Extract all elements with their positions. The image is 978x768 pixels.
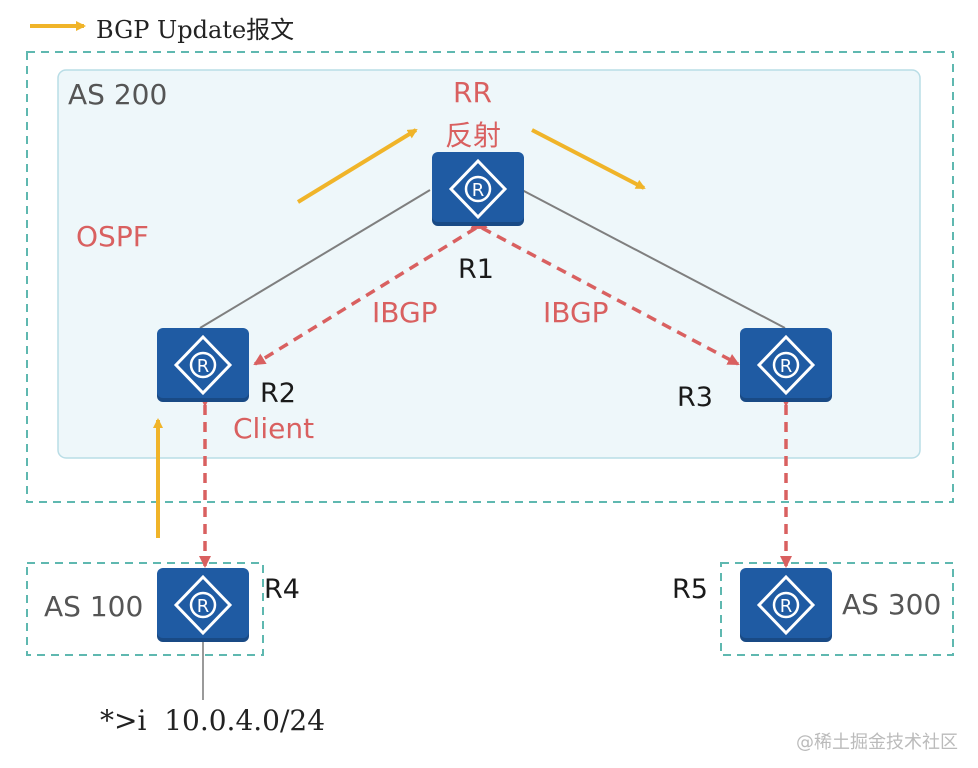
as100-label: AS 100 — [44, 590, 144, 623]
as100-border — [26, 562, 264, 656]
router-r5-label: R5 — [672, 574, 708, 605]
update-arrow-to-r1 — [296, 128, 418, 204]
ibgp-r1-r3 — [470, 218, 740, 366]
router-r1-label: R1 — [458, 254, 494, 285]
as300-label: AS 300 — [842, 588, 942, 621]
router-r5[interactable]: R — [740, 568, 832, 642]
reflect-label: 反射 — [445, 119, 502, 152]
ibgp-left-label: IBGP — [372, 296, 438, 329]
router-r2[interactable]: R — [157, 328, 249, 402]
router-icon-letter: R — [472, 180, 485, 201]
router-r4[interactable]: R — [157, 568, 249, 642]
router-r3-label: R3 — [677, 382, 713, 413]
router-icon: R — [173, 574, 233, 636]
as200-outer-border — [26, 51, 954, 503]
rr-label: RR — [453, 76, 492, 109]
legend-label: BGP Update报文 — [96, 16, 295, 44]
client-label: Client — [233, 412, 315, 445]
as200-label: AS 200 — [68, 78, 168, 111]
router-icon-letter: R — [197, 356, 210, 377]
ibgp-r1-r2 — [253, 217, 488, 366]
router-r2-label: R2 — [260, 378, 296, 409]
watermark: @稀土掘金技术社区 — [796, 732, 958, 753]
router-r3[interactable]: R — [740, 328, 832, 402]
router-icon: R — [756, 334, 816, 396]
router-icon-letter: R — [197, 596, 210, 617]
update-arrow-from-r1 — [531, 128, 646, 190]
router-icon: R — [173, 334, 233, 396]
route-entry: *>i 10.0.4.0/24 — [100, 704, 326, 737]
ibgp-right-label: IBGP — [543, 296, 609, 329]
router-icon: R — [448, 158, 508, 220]
router-icon-letter: R — [780, 596, 793, 617]
router-r1[interactable]: R — [432, 152, 524, 226]
ospf-label: OSPF — [76, 220, 149, 253]
router-icon: R — [756, 574, 816, 636]
router-icon-letter: R — [780, 356, 793, 377]
router-r4-label: R4 — [264, 574, 300, 605]
as300-border — [720, 562, 954, 656]
